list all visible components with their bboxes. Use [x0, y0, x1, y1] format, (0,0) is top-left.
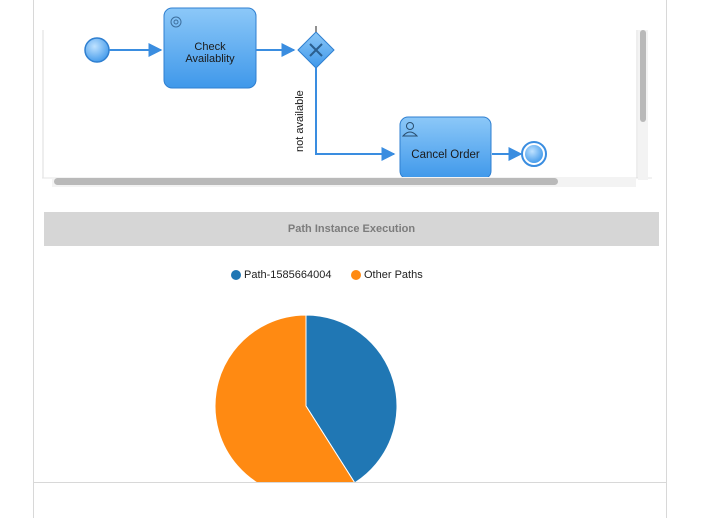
left-frame-line	[33, 0, 34, 518]
legend-label-path: Path-1585664004	[244, 269, 332, 281]
user-icon	[401, 122, 419, 137]
pie-slice-0[interactable]	[305, 314, 398, 482]
legend-label-other-paths: Other Paths	[364, 269, 423, 281]
horizontal-scrollbar-thumb[interactable]	[54, 178, 558, 185]
legend-item-path[interactable]: Path-1585664004	[231, 269, 331, 281]
process-diagram-panel: Check Availablity Cancel Order not avail…	[40, 0, 660, 190]
gear-icon	[170, 16, 182, 28]
bottom-frame-line	[33, 482, 667, 483]
process-diagram	[42, 7, 652, 180]
sequence-flow-not-available[interactable]	[315, 68, 396, 161]
section-title: Path Instance Execution	[287, 223, 416, 235]
legend-dot-path	[231, 270, 241, 280]
section-header: Path Instance Execution	[44, 212, 659, 246]
end-event-fill	[525, 145, 543, 163]
task-label-line-2: Availablity	[185, 53, 235, 65]
vertical-scrollbar-thumb[interactable]	[640, 30, 646, 122]
task-label-line-1: Check	[194, 41, 226, 53]
task-check-availability[interactable]	[163, 7, 257, 89]
chart-legend: Path-1585664004 Other Paths	[0, 266, 717, 286]
gateway-x-icon	[309, 43, 323, 57]
flow-label-not-available: not available	[294, 90, 306, 152]
pie-chart	[214, 314, 398, 482]
legend-dot-other-paths	[351, 270, 361, 280]
legend-item-other-paths[interactable]: Other Paths	[351, 269, 423, 281]
right-frame-line	[666, 0, 667, 518]
pie-slice-1[interactable]	[214, 314, 355, 482]
end-event[interactable]	[521, 141, 547, 167]
task-label-cancel-order: Cancel Order	[411, 149, 480, 161]
task-label-check-availability: Check Availablity	[164, 41, 256, 65]
start-event[interactable]	[84, 37, 110, 63]
